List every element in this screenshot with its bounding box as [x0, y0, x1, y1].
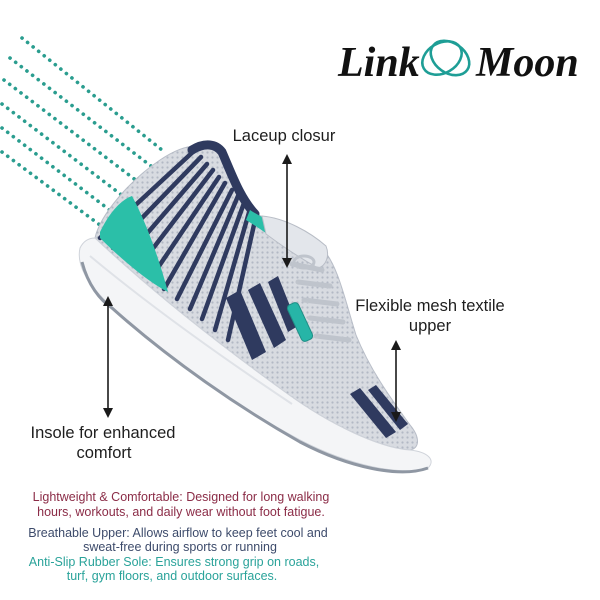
brand-logo: Link Moon: [337, 39, 579, 86]
callout-insole-label-line1: Insole for enhanced: [31, 424, 176, 442]
callout-upper-label-line1: Flexible mesh textile: [355, 297, 504, 315]
feature-lightweight: Lightweight & Comfortable: Designed for …: [33, 490, 330, 519]
dotted-line: [0, 126, 130, 226]
outsole: [80, 261, 429, 474]
dotted-line: [0, 102, 146, 214]
lace: [307, 315, 346, 325]
collar: [187, 140, 260, 219]
feature-text-line: Breathable Upper: Allows airflow to keep…: [28, 526, 328, 540]
feature-text-line: hours, workouts, and daily wear without …: [37, 505, 325, 519]
upper-stripe: [212, 206, 253, 333]
brand-name-right: Moon: [475, 40, 579, 86]
arrow-head-up: [282, 154, 292, 164]
feature-text-line: turf, gym floors, and outdoor surfaces.: [67, 569, 278, 583]
arrow-head-down: [282, 258, 292, 268]
dotted-line: [0, 150, 114, 236]
heel-counter: [100, 196, 168, 292]
callout-upper: Flexible mesh textile upper: [355, 297, 505, 422]
ring-right: [429, 39, 471, 77]
lace: [301, 297, 340, 307]
callout-insole-label-line2: comfort: [76, 444, 131, 462]
dotted-line: [20, 36, 164, 152]
dotted-line: [8, 56, 166, 178]
double-arrow-icon: [282, 154, 292, 268]
upper-stripe: [199, 200, 247, 322]
side-tab: [286, 302, 314, 342]
dotted-speed-lines: [0, 36, 166, 236]
upper-stripe: [174, 187, 235, 302]
interlocking-rings-icon: [421, 39, 471, 77]
upper-stripe: [187, 193, 241, 312]
arrow-head-up: [391, 340, 401, 350]
midsole-groove: [89, 255, 293, 405]
callout-upper-label-line2: upper: [409, 317, 452, 335]
feature-breathable: Breathable Upper: Allows airflow to keep…: [28, 526, 328, 554]
upper-stripe: [148, 174, 222, 281]
callout-laces-label: Laceup closur: [233, 127, 336, 145]
feature-list: Lightweight & Comfortable: Designed for …: [28, 490, 329, 583]
upper-stripe: [225, 213, 259, 343]
arrow-head-up: [103, 296, 113, 306]
callout-laces: Laceup closur: [233, 127, 336, 268]
lace: [289, 261, 325, 273]
lace: [313, 333, 352, 343]
brand-name-left: Link: [337, 40, 420, 86]
upper-stripe: [161, 180, 228, 292]
feature-text-line: Anti-Slip Rubber Sole: Ensures strong gr…: [29, 555, 319, 569]
laces: [289, 254, 352, 343]
double-arrow-icon: [391, 340, 401, 422]
lace: [295, 279, 333, 289]
callout-insole: Insole for enhanced comfort: [31, 296, 176, 462]
double-arrow-icon: [103, 296, 113, 418]
midfoot-bar: [226, 290, 266, 360]
arrow-head-down: [103, 408, 113, 418]
feature-text-line: Lightweight & Comfortable: Designed for …: [33, 490, 330, 504]
midfoot-bar: [268, 276, 298, 332]
toe-bar: [368, 385, 408, 430]
feature-anti-slip: Anti-Slip Rubber Sole: Ensures strong gr…: [29, 555, 319, 583]
toe-bar: [350, 388, 396, 438]
feature-text-line: sweat-free during sports or running: [83, 540, 277, 554]
arrow-head-down: [391, 412, 401, 422]
midfoot-bar: [248, 283, 286, 348]
